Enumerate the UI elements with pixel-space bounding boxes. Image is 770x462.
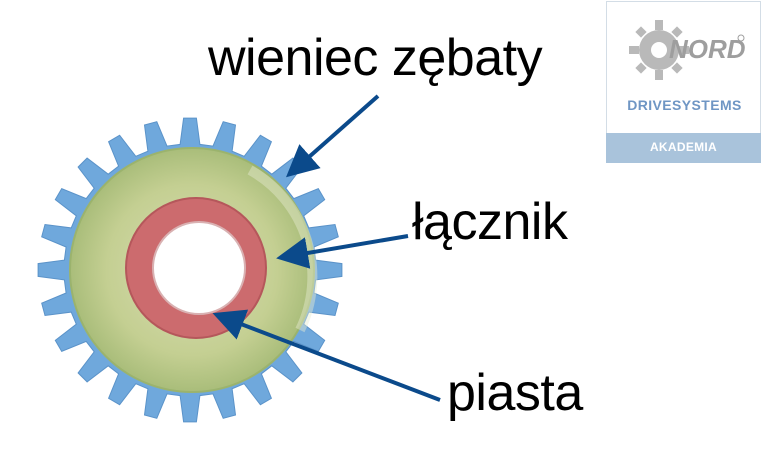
logo-tagline: AKADEMIA: [649, 140, 718, 154]
logo-brand: NORD: [669, 34, 746, 64]
label-web: łącznik: [412, 193, 568, 251]
gear-logo-icon: NORD: [629, 20, 746, 80]
nord-logo: NORD DRIVESYSTEMS AKADEMIA: [606, 1, 761, 163]
logo-subtitle: DRIVESYSTEMS: [627, 97, 742, 113]
arrow-hub: [212, 309, 441, 402]
logo-tagline-bar: AKADEMIA: [606, 133, 761, 163]
label-rim: wieniec zębaty: [208, 29, 543, 87]
logo-panel: NORD DRIVESYSTEMS: [606, 1, 761, 134]
arrow-rim: [286, 94, 380, 178]
gear: [37, 117, 343, 423]
gear-hub-bore: [152, 221, 246, 315]
arrow-web: [276, 234, 409, 269]
label-hub: piasta: [447, 364, 583, 422]
